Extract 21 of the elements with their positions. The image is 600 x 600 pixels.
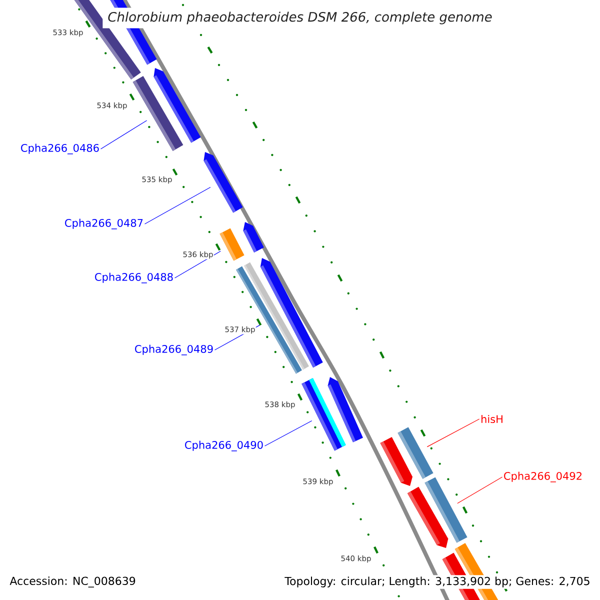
gene-label: hisH [482, 414, 502, 424]
leader-line [457, 476, 503, 504]
leader-line [426, 418, 480, 448]
gene-label: Cpha266_0492 [504, 472, 582, 482]
gene-block [380, 437, 412, 486]
summary-text: Topology: circular; Length: 3,133,902 bp; Genes: 2,705 [283, 575, 592, 589]
gene-block [243, 222, 264, 252]
gene-label: Cpha266_0487 [65, 218, 143, 230]
gene-label: Cpha266_0490 [185, 440, 263, 452]
gene-block [204, 152, 243, 213]
gene-label: Cpha266_0489 [135, 344, 213, 356]
gene-label: Cpha266_0486 [21, 144, 99, 154]
leader-line [100, 120, 148, 150]
title-banner: Chlorobium phaeobacteroides DSM 266, complete genome [102, 8, 498, 28]
gene-block [407, 486, 448, 548]
accession-text: Accession: NC_008639 [8, 575, 138, 589]
gene-block [132, 76, 184, 151]
leader-line [144, 186, 211, 224]
gene-block [220, 228, 244, 261]
gene-label: Cpha266_0488 [95, 272, 173, 284]
gene-block [302, 378, 346, 451]
